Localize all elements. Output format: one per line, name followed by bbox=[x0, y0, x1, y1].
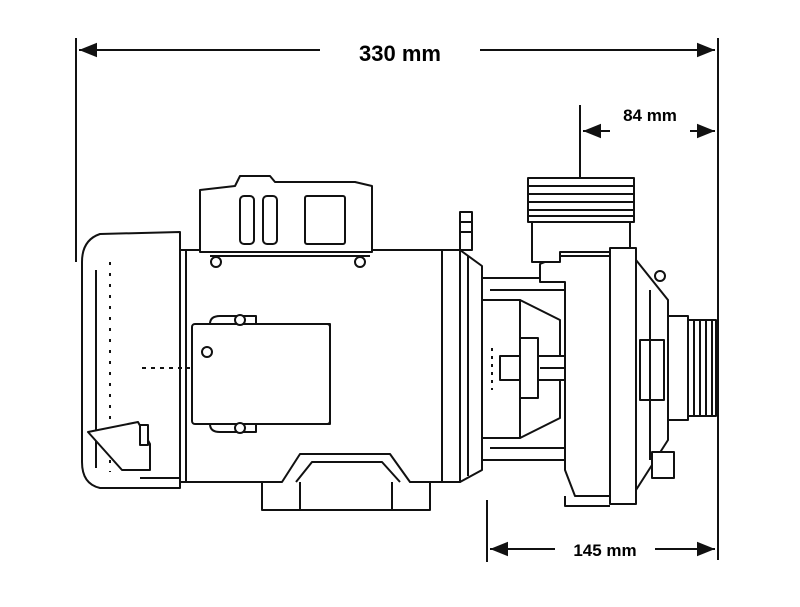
capacitor-box bbox=[191, 314, 331, 434]
pump-head-length-label: 145 mm bbox=[573, 541, 636, 560]
fan-cover-foot bbox=[87, 421, 151, 471]
pump-volute bbox=[539, 255, 611, 507]
dimension-outlet-offset bbox=[579, 105, 715, 178]
pump-front-plate bbox=[609, 247, 675, 505]
dimension-overall-length bbox=[75, 38, 719, 560]
junction-box bbox=[199, 175, 373, 268]
pump-motor-drawing bbox=[81, 175, 717, 511]
grease-fitting bbox=[459, 211, 473, 251]
motor-flange bbox=[459, 249, 483, 483]
mounting-foot bbox=[261, 453, 431, 511]
overall-length-label: 330 mm bbox=[359, 41, 441, 66]
outlet-offset-label: 84 mm bbox=[623, 106, 677, 125]
fan-cover bbox=[81, 231, 181, 489]
suction-inlet bbox=[667, 315, 717, 421]
dimension-pump-head bbox=[486, 500, 715, 562]
discharge-outlet bbox=[527, 177, 635, 263]
